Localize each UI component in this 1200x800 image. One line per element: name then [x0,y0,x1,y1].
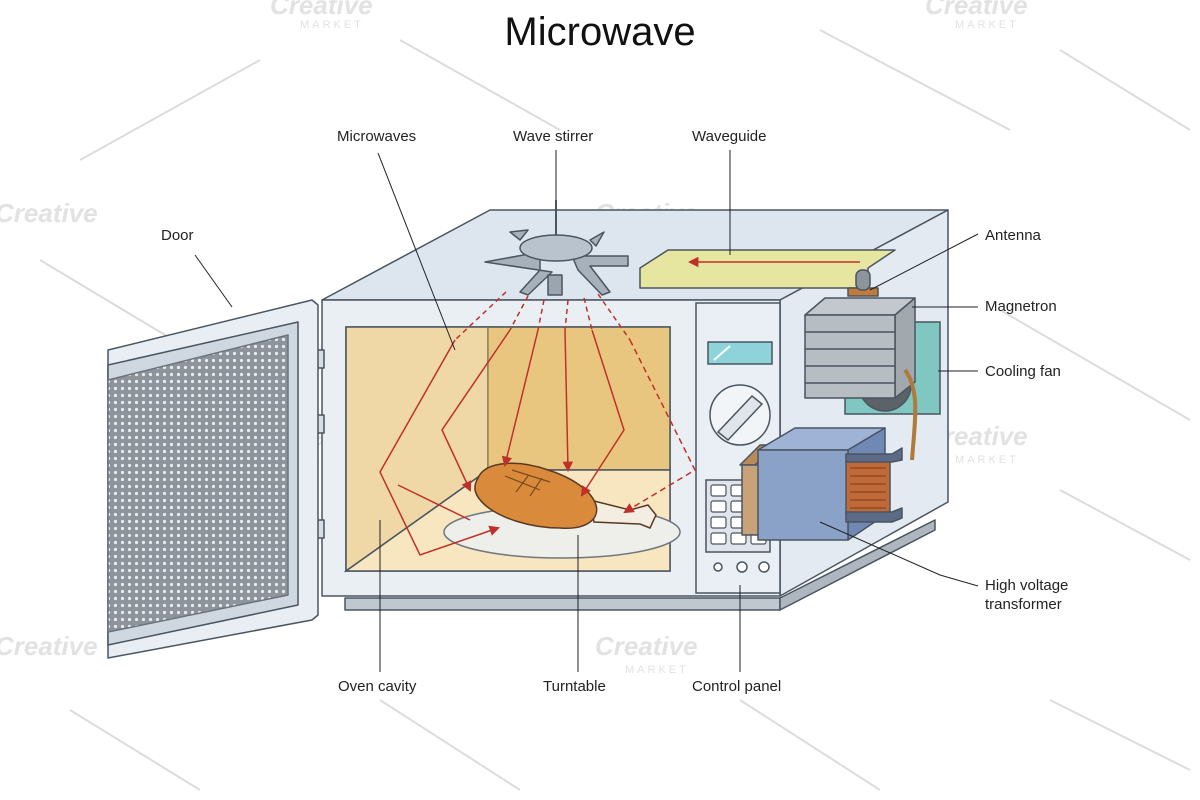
watermark-text: Creative [595,631,698,661]
transformer-graphic [739,427,903,541]
label-oven-cavity: Oven cavity [338,678,417,695]
keypad-key [710,484,727,497]
watermark-text: Creative [925,0,1028,20]
keypad-key [710,500,727,513]
microwave-rays [379,256,860,556]
magnetron-graphic [804,269,916,399]
watermark-lines [39,29,1191,791]
diagram-title: Microwave [504,10,696,54]
magnetron-wire [903,368,918,461]
watermark-sub-text: MARKET [955,454,1019,466]
watermark-sub-text: MARKET [300,19,364,31]
keypad-key [710,516,727,529]
control-buttons [713,561,770,573]
label-magnetron: Magnetron [985,298,1057,315]
label-high-voltage-line2: transformer [985,596,1062,613]
label-wave-stirrer: Wave stirrer [513,128,594,145]
label-antenna: Antenna [985,227,1041,244]
chicken-leg [474,462,657,529]
watermark-text: Creative [270,0,373,20]
wave-stirrer-graphic [484,200,629,296]
label-microwaves: Microwaves [337,128,417,145]
waveguide-graphic [639,249,896,289]
watermark-sub-text: MARKET [625,664,689,676]
label-cooling-fan: Cooling fan [985,363,1061,380]
label-high-voltage-line1: High voltage [985,577,1069,594]
watermark-text: Creative [0,198,98,228]
door-graphic [107,299,325,659]
label-waveguide: Waveguide [692,128,767,145]
leader-lines [194,150,979,672]
label-door: Door [161,227,194,244]
label-turntable: Turntable [543,678,606,695]
watermark-sub-text: MARKET [955,19,1019,31]
watermark-text: Creative [0,631,98,661]
label-control-panel: Control panel [692,678,782,695]
keypad-key [710,532,727,545]
